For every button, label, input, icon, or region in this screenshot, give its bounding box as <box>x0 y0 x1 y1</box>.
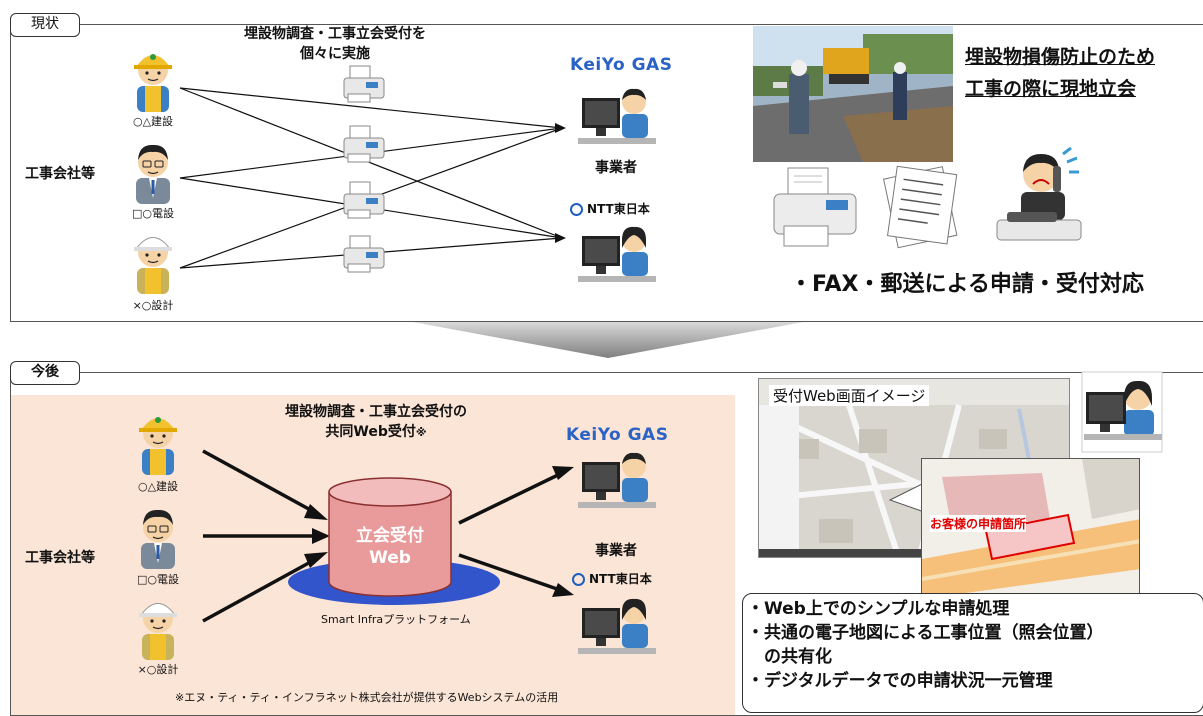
ntt-logo-mark-icon <box>570 203 583 216</box>
ntt-east-logo: NTT東日本 <box>570 200 650 217</box>
future-heading-line2: 共同Web受付※ <box>266 422 486 443</box>
zoom-map-callout: お客様の申請箇所 <box>921 458 1140 598</box>
future-heading-text: 共同Web受付 <box>325 424 416 440</box>
company-label: □○電設 <box>132 207 174 220</box>
inspector-icon <box>139 603 177 660</box>
future-footnote: ※エヌ・ティ・ティ・インフラネット株式会社が提供するWebシステムの活用 <box>175 691 559 704</box>
inspector-icon <box>134 237 172 294</box>
future-tag: 今後 <box>10 361 80 385</box>
fax-icon <box>343 65 385 103</box>
benefit-item: の共有化 <box>747 647 832 667</box>
company-label: ×○設計 <box>137 663 179 676</box>
current-heading: 埋設物調査・工事立会受付を 個々に実施 <box>225 24 445 64</box>
document-stack-icon <box>883 165 958 249</box>
office-worker-icon <box>136 144 170 204</box>
keiyo-gas-logo: KeiYo GAS <box>570 55 673 75</box>
benefit-item: ・デジタルデータでの申請状況一元管理 <box>747 671 1053 691</box>
future-benefits-box: ・Web上でのシンプルな申請処理 ・共通の電子地図による工事位置（照会位置） の… <box>742 593 1203 713</box>
photo-title-line1: 埋設物損傷防止のため <box>965 46 1156 68</box>
fax-icon <box>343 235 385 273</box>
map-callout-label: お客様の申請箇所 <box>930 515 1027 532</box>
ntt-logo-mark-icon <box>572 573 585 586</box>
future-heading-line1: 埋設物調査・工事立会受付の <box>285 404 467 420</box>
fax-icon <box>343 181 385 219</box>
company-label: ○△建設 <box>137 480 179 493</box>
operator-at-pc-icon <box>1081 371 1163 453</box>
system-label: 立会受付 Web <box>345 525 435 569</box>
current-heading-line1: 埋設物調査・工事立会受付を <box>244 26 426 42</box>
benefit-item: ・共通の電子地図による工事位置（照会位置） <box>747 623 1104 643</box>
current-panel <box>10 24 1203 322</box>
ntt-east-logo-text: NTT東日本 <box>587 202 650 216</box>
future-companies-group: 工事会社等 <box>25 550 95 566</box>
transition-arrow <box>413 322 803 358</box>
current-operator-label: 事業者 <box>595 160 637 176</box>
future-heading-mark: ※ <box>415 426 427 439</box>
phone-call-icon <box>996 146 1082 241</box>
fax-icon <box>343 125 385 163</box>
keiyo-gas-logo: KeiYo GAS <box>566 425 669 445</box>
shared-web-database-cylinder <box>328 477 452 597</box>
operator-at-pc-icon <box>578 598 656 654</box>
web-map-thumbnail <box>759 379 1069 557</box>
fax-machine-icon <box>773 167 857 247</box>
operator-at-pc-icon <box>578 452 656 508</box>
office-worker-icon <box>141 509 175 569</box>
current-tag: 現状 <box>10 13 80 37</box>
benefit-item: ・Web上でのシンプルな申請処理 <box>747 599 1010 619</box>
ntt-east-logo: NTT東日本 <box>572 570 652 587</box>
photo-title-line2: 工事の際に現地立会 <box>965 78 1137 100</box>
current-heading-line2: 個々に実施 <box>300 46 370 62</box>
current-method-note: ・FAX・郵送による申請・受付対応 <box>790 272 1144 297</box>
future-heading: 埋設物調査・工事立会受付の 共同Web受付※ <box>266 402 486 443</box>
future-operator-label: 事業者 <box>595 543 637 559</box>
operator-at-pc-icon <box>578 226 656 282</box>
company-label: □○電設 <box>137 573 179 586</box>
system-label-line1: 立会受付 <box>356 526 424 546</box>
worker-icon <box>139 417 177 475</box>
operator-at-pc-icon <box>578 88 656 144</box>
company-label: ×○設計 <box>132 299 174 312</box>
platform-label: Smart Infraプラットフォーム <box>321 613 471 626</box>
ntt-east-logo-text: NTT東日本 <box>589 572 652 586</box>
company-label: ○△建設 <box>132 115 174 128</box>
current-companies-group: 工事会社等 <box>25 166 95 182</box>
worker-icon <box>134 54 172 112</box>
system-label-line2: Web <box>369 548 411 568</box>
web-screen-caption: 受付Web画面イメージ <box>769 385 930 406</box>
site-inspection-photo <box>753 26 953 162</box>
